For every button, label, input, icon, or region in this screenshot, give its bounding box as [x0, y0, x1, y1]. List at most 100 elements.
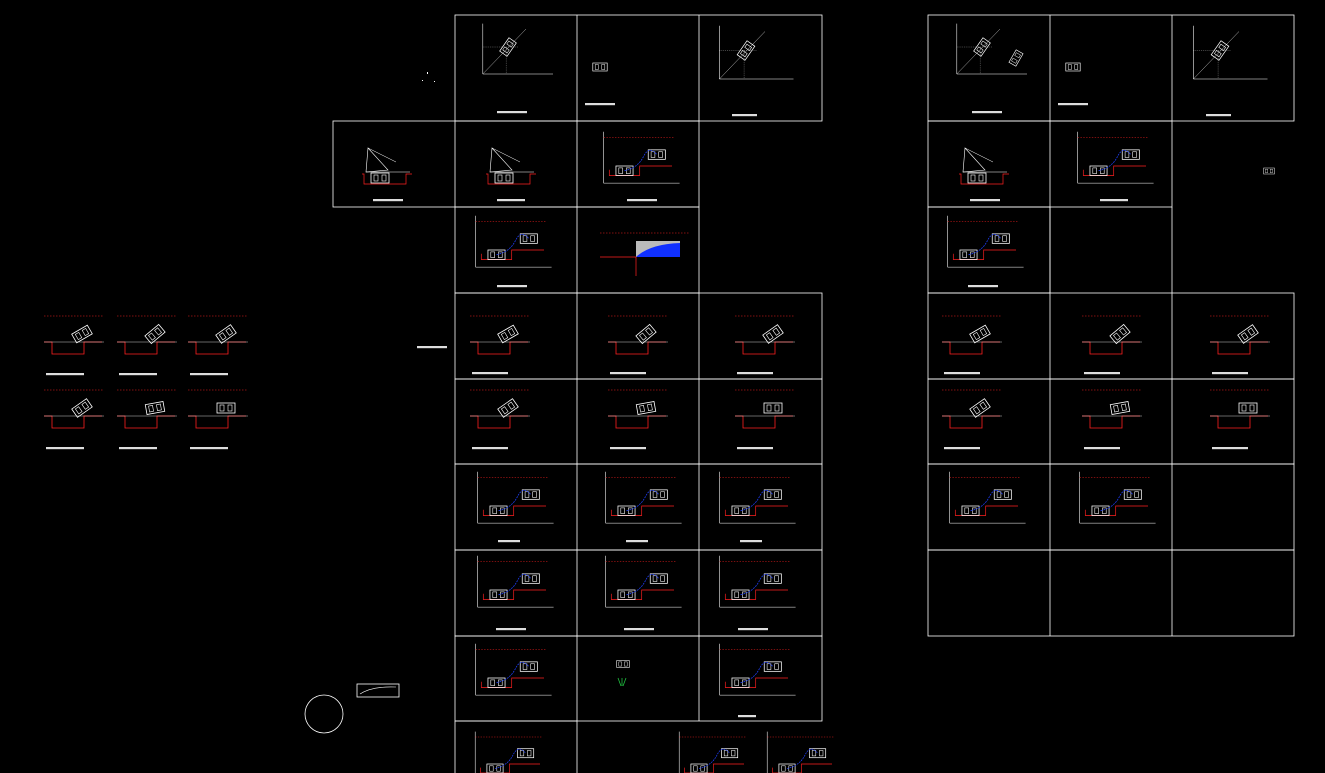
caption-mark [627, 199, 657, 202]
caption-mark [1100, 199, 1128, 202]
caption-mark [373, 199, 403, 202]
trajectory-diagram [720, 556, 796, 607]
geometry-diagram [483, 24, 553, 74]
trajectory-diagram [476, 216, 552, 267]
caption-mark [497, 285, 527, 288]
trajectory-diagram [1078, 132, 1154, 183]
car-icon [1008, 49, 1024, 67]
parking-slot-scene [187, 389, 249, 429]
trajectory-diagram [606, 472, 682, 523]
caption-mark [626, 540, 648, 543]
parking-slot-scene [734, 389, 796, 429]
caption-mark [968, 285, 998, 288]
caption-mark [944, 372, 980, 375]
middle-grid [332, 14, 823, 773]
trajectory-diagram [950, 472, 1026, 523]
trajectory-diagram [767, 732, 839, 773]
car-icon [497, 324, 519, 344]
car-icon [215, 324, 237, 344]
caption-mark [1058, 103, 1088, 106]
green-marks [617, 677, 627, 687]
car-icon [216, 402, 236, 414]
car-icon [71, 398, 93, 418]
caption-mark [944, 447, 980, 450]
cell-border [332, 120, 700, 208]
car-icon [1237, 324, 1259, 344]
right-grid [927, 14, 1295, 637]
trajectory-diagram [604, 132, 680, 183]
caption-mark [190, 373, 228, 376]
cell-border [927, 292, 1295, 380]
circle-mark-icon [304, 694, 344, 734]
trajectory-diagram [720, 472, 796, 523]
trajectory-diagram [478, 472, 554, 523]
caption-mark [972, 111, 1002, 114]
trajectory-diagram [1080, 472, 1156, 523]
caption-mark [624, 628, 654, 631]
plot-fill [636, 243, 680, 257]
cell-border [927, 14, 1295, 122]
caption-mark [497, 199, 525, 202]
caption-mark [1084, 447, 1120, 450]
car-icon [635, 401, 657, 415]
parking-slot-scene [734, 315, 796, 355]
caption-mark [46, 447, 84, 450]
geometry-diagram [957, 24, 1027, 74]
cell-border [454, 14, 823, 122]
caption-mark [585, 103, 615, 106]
caption-mark [119, 373, 157, 376]
cell-border [454, 549, 823, 637]
trajectory-diagram [476, 644, 552, 695]
caption-mark [1212, 372, 1248, 375]
caption-mark [738, 715, 756, 718]
parking-slot-scene [187, 315, 249, 355]
car-icon [635, 323, 657, 345]
geometry-diagram [1193, 26, 1267, 79]
car-icon [497, 398, 519, 418]
mini-graph [356, 683, 400, 698]
parking-slot-scene [607, 389, 669, 429]
parking-slot-scene [116, 389, 178, 429]
left-slot-group [43, 315, 249, 450]
caption-mark [472, 447, 508, 450]
caption-mark [738, 628, 768, 631]
caption-mark [1206, 114, 1231, 117]
trajectory-diagram [948, 216, 1024, 267]
car-icon [969, 398, 991, 418]
parking-slot-scene [1209, 315, 1271, 355]
trapezoid-diagram [959, 148, 1009, 184]
parking-slot-scene [1081, 389, 1143, 429]
parking-slot-scene [1209, 389, 1271, 429]
caption-mark [610, 447, 646, 450]
trajectory-diagram [478, 556, 554, 607]
trajectory-diagram [475, 732, 547, 773]
caption-mark [732, 114, 757, 117]
cell-border [454, 635, 823, 722]
caption-mark [496, 628, 526, 631]
middle-content [362, 24, 839, 773]
caption-mark [1212, 447, 1248, 450]
cell-border [927, 463, 1295, 551]
parking-slot-scene [43, 389, 105, 429]
caption-mark [472, 372, 508, 375]
car-icon [762, 324, 784, 344]
caption-mark [119, 447, 157, 450]
parking-slot-scene [469, 389, 531, 429]
trapezoid-diagram [486, 148, 536, 184]
parking-slot-scene [1081, 315, 1143, 355]
car-icon [71, 324, 93, 344]
parking-slot-scene [43, 315, 105, 355]
parking-slot-scene [941, 315, 1003, 355]
car-icon [592, 62, 608, 72]
parking-slot-scene [607, 315, 669, 355]
caption-mark [190, 447, 228, 450]
caption-mark [740, 540, 762, 543]
right-content [941, 24, 1271, 523]
parking-slot-scene [941, 389, 1003, 429]
car-icon [1238, 402, 1258, 414]
caption-mark [737, 372, 773, 375]
car-icon [144, 323, 166, 345]
stray-dot-marks [422, 72, 435, 82]
caption-mark [46, 373, 84, 376]
